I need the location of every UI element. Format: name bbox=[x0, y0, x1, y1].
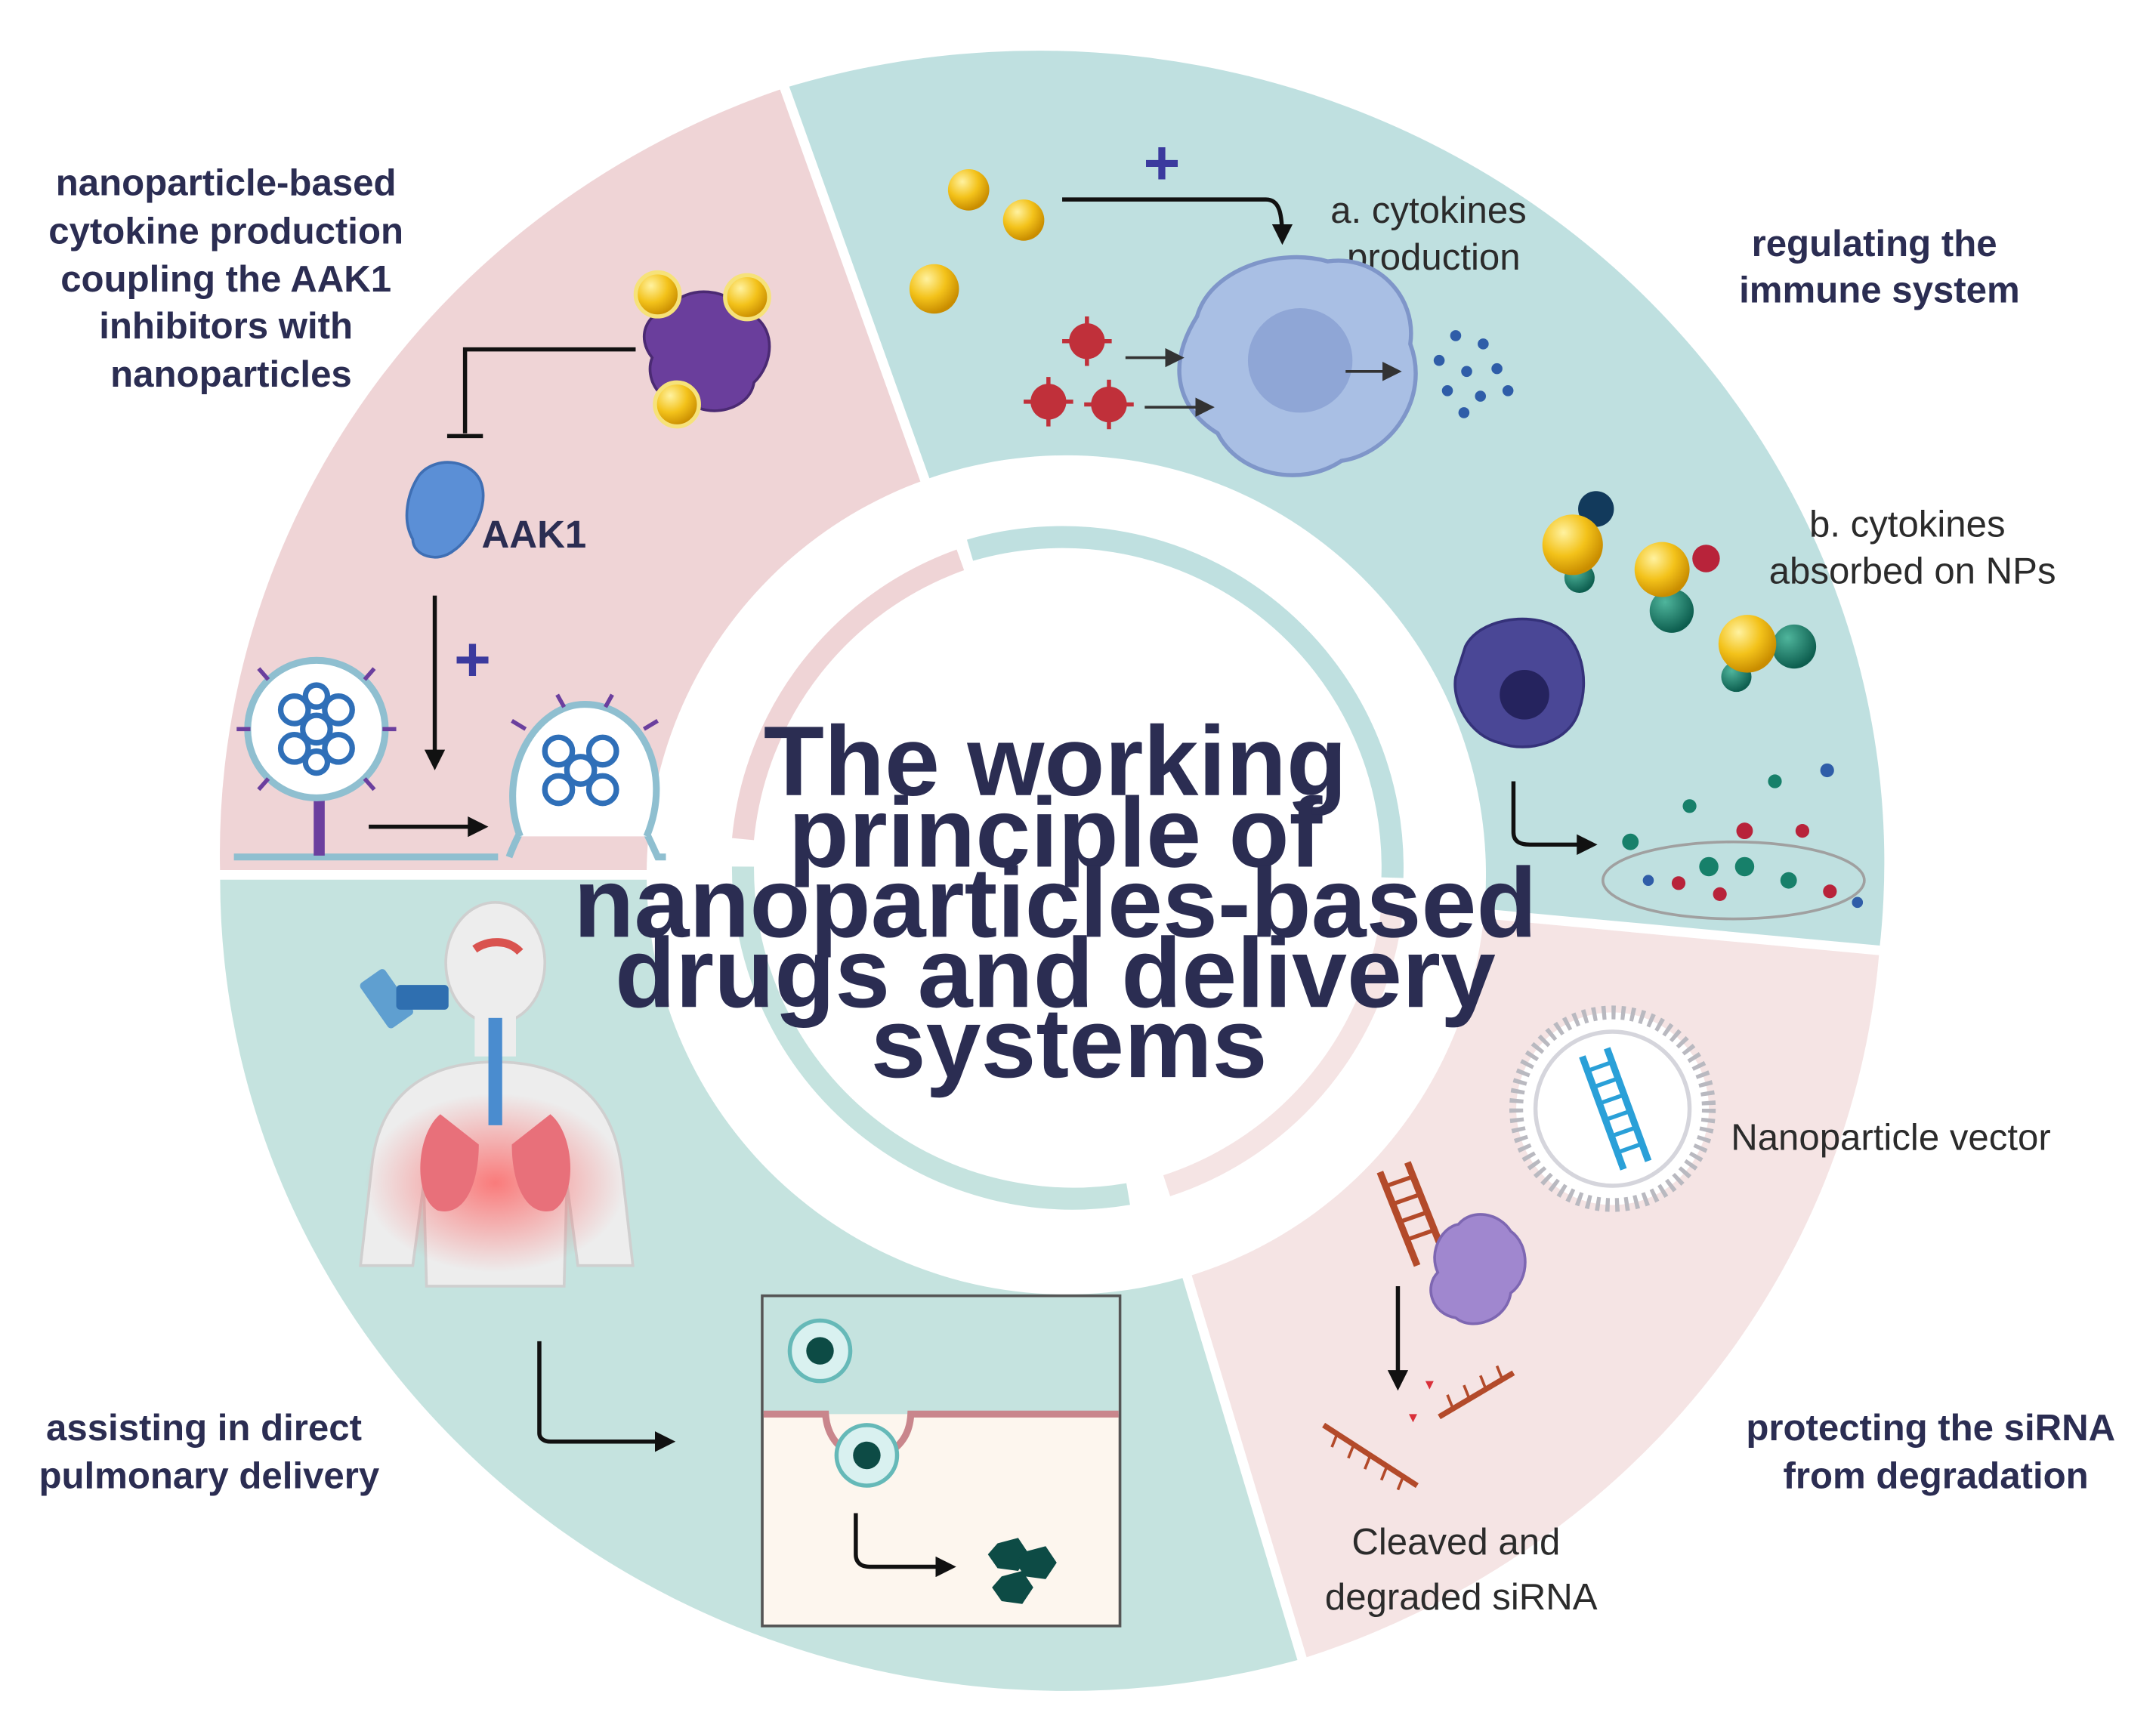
np-cytokine-complex bbox=[1542, 491, 1817, 693]
nanoparticle-vector-icon bbox=[1509, 1005, 1716, 1212]
release-arrow bbox=[854, 1513, 956, 1578]
pulmonary-heading: assisting in direct pulmonary delivery bbox=[39, 1407, 379, 1497]
cell-nucleus bbox=[1500, 670, 1549, 720]
nanoparticle bbox=[653, 380, 701, 429]
nanoparticle bbox=[909, 264, 959, 314]
vector-label: Nanoparticle vector bbox=[1731, 1117, 2050, 1159]
drug-payload bbox=[987, 1538, 1057, 1604]
aak1-label: AAK1 bbox=[481, 513, 586, 556]
receptor-spikes bbox=[236, 667, 659, 792]
label-b: b. cytokines absorbed on NPs bbox=[1769, 503, 2056, 591]
hub-disc bbox=[647, 455, 1487, 1295]
human-body-icon bbox=[359, 900, 635, 1288]
stimulation-arrow bbox=[1062, 197, 1293, 245]
debris-dots bbox=[1622, 763, 1864, 909]
virus-vesicle bbox=[244, 656, 389, 801]
immune-heading: regulating the immune system bbox=[1739, 223, 2020, 311]
cleaved-sirna-teeth bbox=[1330, 1365, 1504, 1491]
delivery-arrow bbox=[537, 1341, 676, 1452]
center-title: The working principle of nanoparticles-b… bbox=[573, 705, 1564, 1098]
immune-plus: + bbox=[1144, 127, 1181, 198]
sirna-heading: protecting the siRNA from degradation bbox=[1746, 1407, 2126, 1497]
nanoparticle-shell bbox=[787, 1318, 900, 1488]
cytokine-dots bbox=[1433, 330, 1514, 418]
aak1-protein bbox=[405, 461, 485, 559]
release-arrow bbox=[1511, 781, 1598, 855]
nanoparticle bbox=[723, 273, 771, 322]
aak1-heading: nanoparticle-based cytokine production c… bbox=[48, 162, 413, 395]
nanoparticle bbox=[633, 270, 682, 319]
nanoparticle bbox=[947, 169, 990, 211]
inhaler-icon bbox=[360, 969, 449, 1029]
cell-nucleus bbox=[1247, 308, 1353, 413]
degraded-label: Cleaved and degraded siRNA bbox=[1325, 1521, 1598, 1618]
hub-inner-ring bbox=[731, 526, 1404, 1210]
nuclease-protein bbox=[1429, 1213, 1527, 1325]
cleavage-marks bbox=[1409, 1381, 1434, 1423]
viral-rna-icon bbox=[542, 734, 619, 807]
virus-spikes bbox=[1024, 316, 1134, 430]
aak1-plus: + bbox=[454, 624, 491, 695]
inhibition-line bbox=[462, 347, 636, 434]
nanoparticle bbox=[1002, 199, 1045, 241]
endocytic-pit bbox=[509, 700, 660, 838]
debris-membrane bbox=[1602, 840, 1866, 921]
viral-rna-icon bbox=[277, 682, 355, 776]
